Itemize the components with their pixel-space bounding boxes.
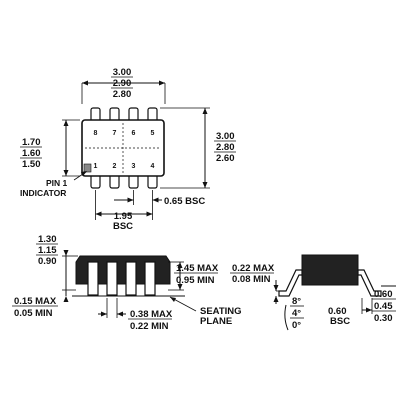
arrow-left-icon (117, 311, 123, 317)
pin-number: 7 (113, 130, 117, 137)
arrow-right-icon (127, 197, 134, 203)
span-bsc: BSC (113, 221, 133, 232)
arrow-left-icon (82, 80, 88, 86)
arrow-up-icon (63, 296, 69, 302)
arrow-down-icon (202, 182, 208, 188)
lead (87, 261, 99, 296)
gull-wing-lead-right (357, 269, 382, 297)
leader-arrow-icon (81, 171, 87, 176)
total-height-max: 3.00 (216, 131, 235, 142)
pin-number: 4 (151, 163, 155, 170)
overall-height-max: 1.30 (38, 234, 57, 245)
side-view: 1.30 1.15 0.90 0.15 MAX 0.05 MIN 1.45 MA… (12, 234, 242, 332)
standoff-max: 0.15 MAX (14, 296, 57, 307)
body-thickness-min: 0.95 MIN (176, 275, 215, 286)
top-view: 3.00 2.90 2.80 8 7 6 5 1 2 3 4 PIN 1 IND… (20, 67, 236, 232)
pin1-label: PIN 1 (46, 178, 68, 188)
seating-plane-label-2: PLANE (200, 316, 232, 327)
lead (125, 261, 137, 296)
pitch-label: 0.65 BSC (164, 196, 205, 207)
lead-span-value: 0.60 (328, 306, 347, 317)
foot-length-max: 0.60 (374, 289, 393, 300)
body-height-max: 1.70 (22, 137, 41, 148)
pin-number: 5 (151, 130, 155, 137)
arrow-up-icon (202, 108, 208, 114)
pin-number: 8 (94, 130, 98, 137)
foot-length-nom: 0.45 (374, 301, 393, 312)
angle-arc (284, 304, 289, 331)
body-height-min: 1.50 (22, 159, 41, 170)
body-thickness-max: 1.45 MAX (176, 263, 219, 274)
pin1-indicator-mark (83, 163, 92, 173)
pin-number: 2 (113, 163, 117, 170)
lead-width-min: 0.22 MIN (130, 321, 169, 332)
end-view: 0.22 MAX 0.08 MIN 8° 4° 0° 0.60 BSC 0.60… (230, 254, 396, 331)
pin-number: 1 (94, 163, 98, 170)
arrow-down-icon (177, 284, 183, 290)
span-value: 1.95 (114, 211, 133, 222)
arrow-up-icon (273, 296, 279, 302)
lead-width-max: 0.38 MAX (130, 309, 173, 320)
width-min: 2.80 (113, 89, 132, 100)
pin-number: 6 (132, 130, 136, 137)
angle-nom: 4° (292, 308, 301, 319)
arrow-down-icon (273, 285, 279, 291)
lead (144, 261, 156, 296)
angle-min: 0° (292, 320, 301, 331)
arrow-up-icon (63, 120, 69, 126)
width-max: 3.00 (113, 67, 132, 78)
gull-wing-lead-left (278, 269, 303, 297)
overall-height-nom: 1.15 (38, 245, 57, 256)
arrow-right-icon (159, 80, 165, 86)
lead-span-bsc: BSC (330, 316, 350, 327)
arrow-right-icon (366, 307, 372, 313)
arrow-left-icon (95, 211, 102, 217)
arrow-up-icon (177, 262, 183, 268)
leader-arrow-icon (170, 297, 176, 302)
pin1-label-2: INDICATOR (20, 188, 66, 198)
standoff-min: 0.05 MIN (14, 308, 53, 319)
angle-max: 8° (292, 296, 301, 307)
total-height-min: 2.60 (216, 153, 235, 164)
arrow-down-icon (63, 250, 69, 256)
overall-height-min: 0.90 (38, 256, 57, 267)
lead-thickness-max: 0.22 MAX (232, 263, 275, 274)
pin-number: 3 (132, 163, 136, 170)
arrow-down-icon (63, 170, 69, 176)
package-body-end (301, 254, 359, 286)
seating-plane-label: SEATING (200, 306, 242, 317)
lead-thickness-min: 0.08 MIN (232, 274, 271, 285)
total-height-nom: 2.80 (216, 142, 235, 153)
arrow-right-icon (146, 211, 153, 217)
foot-length-min: 0.30 (374, 313, 393, 324)
arrow-right-icon (101, 311, 107, 317)
body-height-nom: 1.60 (22, 148, 41, 159)
width-nom: 2.90 (113, 78, 132, 89)
lead (106, 261, 118, 296)
arrow-left-icon (152, 197, 159, 203)
